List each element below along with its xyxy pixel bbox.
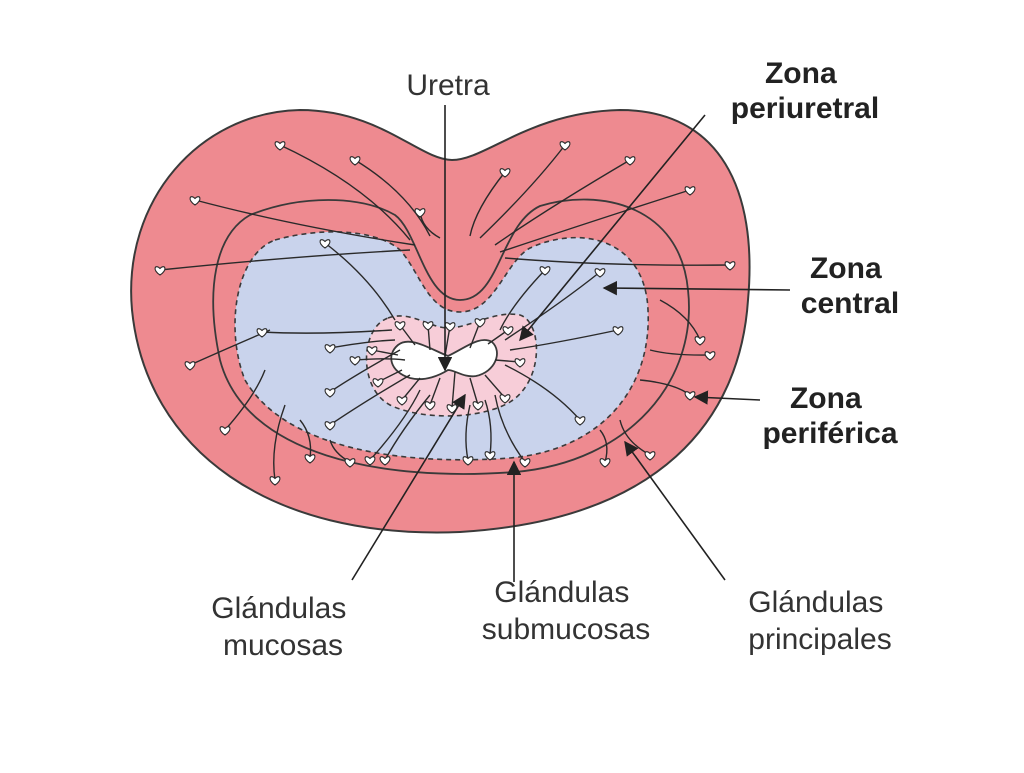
gland-acinus	[364, 456, 376, 466]
gland-duct	[159, 249, 411, 271]
gland-duct	[279, 144, 411, 241]
label-zona-periuretral: Zona periuretral	[731, 57, 879, 125]
gland-acinus	[694, 336, 706, 346]
gland-acinus	[574, 416, 586, 426]
gland-acinus	[724, 261, 736, 271]
gland-acinus	[514, 358, 526, 368]
gland-acinus	[319, 239, 331, 249]
gland-acinus	[189, 196, 201, 206]
gland-duct	[369, 389, 421, 461]
gland-acinus	[422, 321, 434, 331]
central-zone-outer-line	[212, 198, 690, 475]
gland-acinus	[462, 456, 474, 466]
gland-duct	[469, 171, 506, 237]
leader-arrow	[602, 280, 791, 296]
gland-acinus	[594, 268, 606, 278]
gland-duct	[194, 199, 416, 246]
gland-acinus	[324, 388, 336, 398]
gland-duct	[509, 329, 619, 351]
gland-acinus	[379, 456, 391, 466]
gland-acinus	[349, 356, 361, 366]
gland-duct	[329, 349, 401, 393]
gland-duct	[479, 144, 566, 239]
gland-acinus	[499, 168, 511, 178]
gland-acinus	[539, 266, 551, 276]
gland-acinus	[499, 394, 511, 404]
label-glandulas-principales: Glándulas principales	[748, 586, 891, 656]
gland-acinus	[274, 141, 286, 151]
label-uretra: Uretra	[406, 69, 490, 102]
gland-duct	[504, 257, 731, 266]
label-glandulas-mucosas: Glándulas mucosas	[211, 592, 354, 662]
gland-duct	[465, 404, 471, 461]
gland-duct	[224, 369, 266, 431]
gland-acinus	[474, 318, 486, 328]
gland-duct	[494, 394, 526, 463]
gland-acinus	[472, 401, 484, 411]
gland-acinus	[612, 326, 624, 336]
leader-arrow	[519, 114, 706, 342]
leader-arrow	[693, 390, 761, 405]
leader-lines	[351, 105, 791, 582]
gland-acinus	[599, 458, 611, 468]
label-glandulas-submucosas: Glándulas submucosas	[482, 576, 650, 646]
leader-arrow	[624, 440, 726, 581]
gland-acinus	[269, 476, 281, 486]
gland-duct	[273, 404, 286, 481]
gland-duct	[649, 349, 711, 356]
gland-acinus	[324, 344, 336, 354]
gland-acinus	[644, 451, 656, 461]
gland-acinus	[414, 208, 426, 218]
gland-acinus	[624, 156, 636, 166]
gland-duct	[261, 329, 393, 334]
gland-duct	[504, 364, 581, 421]
gland-duct	[329, 339, 396, 349]
gland-acinus	[502, 326, 514, 336]
gland-duct	[384, 394, 431, 461]
gland-duct	[499, 269, 546, 331]
gland-acinus	[559, 141, 571, 151]
gland-duct	[329, 374, 411, 426]
gland-acinus	[344, 458, 356, 468]
leader-arrow	[351, 393, 466, 581]
gland-acinus	[324, 421, 336, 431]
glands	[154, 141, 736, 486]
gland-acinus	[372, 378, 384, 388]
gland-duct	[599, 429, 608, 463]
gland-duct	[499, 189, 691, 253]
gland-acinus	[349, 156, 361, 166]
gland-acinus	[684, 186, 696, 196]
gland-duct	[354, 159, 431, 237]
gland-acinus	[396, 396, 408, 406]
gland-acinus	[304, 454, 316, 464]
gland-duct	[494, 159, 631, 246]
label-zona-periferica: Zona periférica	[762, 382, 897, 450]
gland-acinus	[366, 346, 378, 356]
label-zona-central: Zona central	[801, 252, 899, 320]
gland-acinus	[424, 401, 436, 411]
gland-acinus	[184, 361, 196, 371]
gland-acinus	[704, 351, 716, 361]
gland-duct	[504, 271, 601, 341]
gland-acinus	[154, 266, 166, 276]
gland-duct	[484, 399, 492, 456]
gland-acinus	[256, 328, 268, 338]
gland-duct	[659, 299, 701, 341]
gland-acinus	[394, 321, 406, 331]
gland-acinus	[484, 451, 496, 461]
gland-duct	[324, 242, 396, 321]
gland-acinus	[219, 426, 231, 436]
gland-duct	[299, 419, 312, 459]
